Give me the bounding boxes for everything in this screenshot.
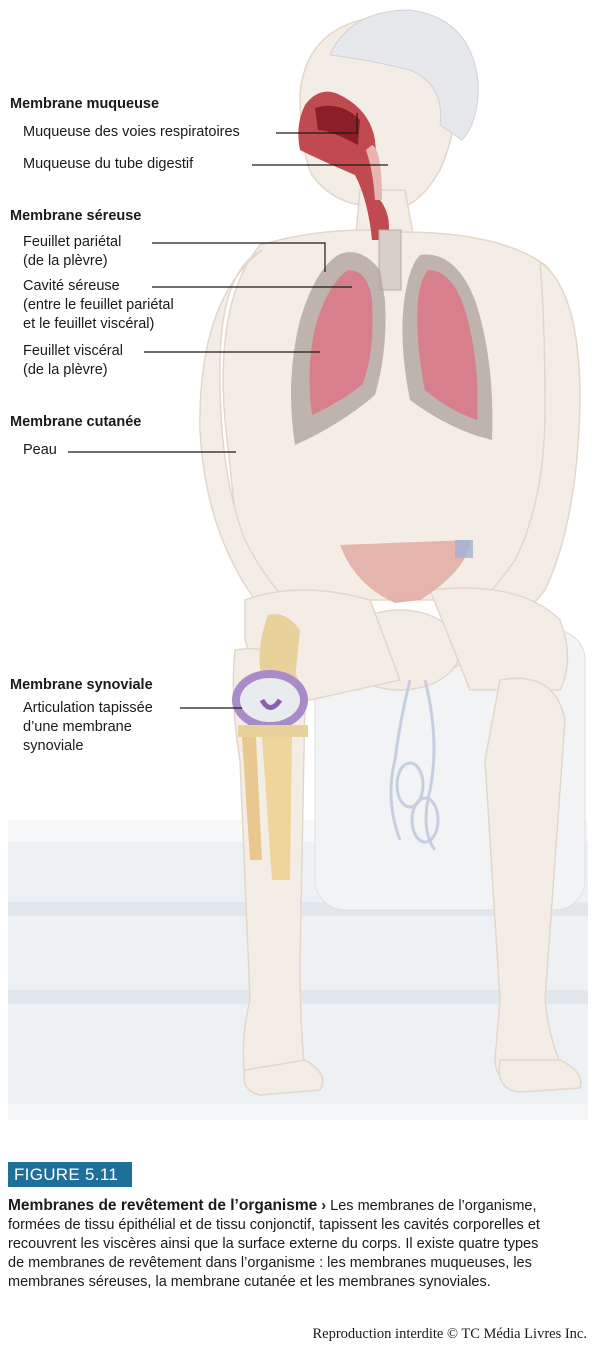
- figure-number-badge: FIGURE 5.11: [8, 1162, 132, 1187]
- label-articulation: Articulation tapissée: [23, 700, 153, 716]
- membrane-sereuse-heading: Membrane séreuse: [10, 208, 142, 224]
- membrane-synoviale-heading: Membrane synoviale: [10, 677, 153, 693]
- lungs: [291, 252, 493, 445]
- leader-lines: [68, 113, 388, 709]
- label-articulation-line2: d’une membrane: [23, 719, 132, 735]
- caption-title: Membranes de revêtement de l’organisme: [8, 1197, 318, 1214]
- goggles: [389, 679, 440, 851]
- anatomy-illustration: [8, 9, 588, 1120]
- label-cavite-sereuse-line2: (entre le feuillet pariétal: [23, 297, 174, 313]
- label-feuillet-parietal-plevre: (de la plèvre): [23, 253, 108, 269]
- airway-mucosa: [298, 91, 402, 291]
- copyright-credit: Reproduction interdite © TC Média Livres…: [312, 1326, 587, 1342]
- membrane-muqueuse-heading: Membrane muqueuse: [10, 96, 160, 112]
- swimsuit: [340, 540, 470, 603]
- caption-arrow-icon: ›: [321, 1198, 327, 1214]
- swim-cap: [329, 9, 479, 141]
- membrane-cutanee-heading: Membrane cutanée: [10, 414, 142, 430]
- label-cavite-sereuse: Cavité séreuse: [23, 278, 120, 294]
- label-muqueuse-tube-digestif: Muqueuse du tube digestif: [23, 156, 194, 172]
- caption-text: Les membranes de l’organisme, formées de…: [8, 1198, 540, 1290]
- knee-joint: [232, 614, 308, 880]
- label-articulation-line3: synoviale: [23, 738, 84, 754]
- figure-caption: Membranes de revêtement de l’organisme ›…: [8, 1196, 548, 1292]
- label-feuillet-visceral-plevre: (de la plèvre): [23, 362, 108, 378]
- label-feuillet-parietal: Feuillet pariétal: [23, 234, 122, 250]
- label-feuillet-visceral: Feuillet viscéral: [23, 343, 123, 359]
- label-muqueuse-voies-respiratoires: Muqueuse des voies respiratoires: [23, 124, 240, 140]
- label-cavite-sereuse-line3: et le feuillet viscéral): [23, 316, 155, 332]
- label-peau: Peau: [23, 442, 57, 458]
